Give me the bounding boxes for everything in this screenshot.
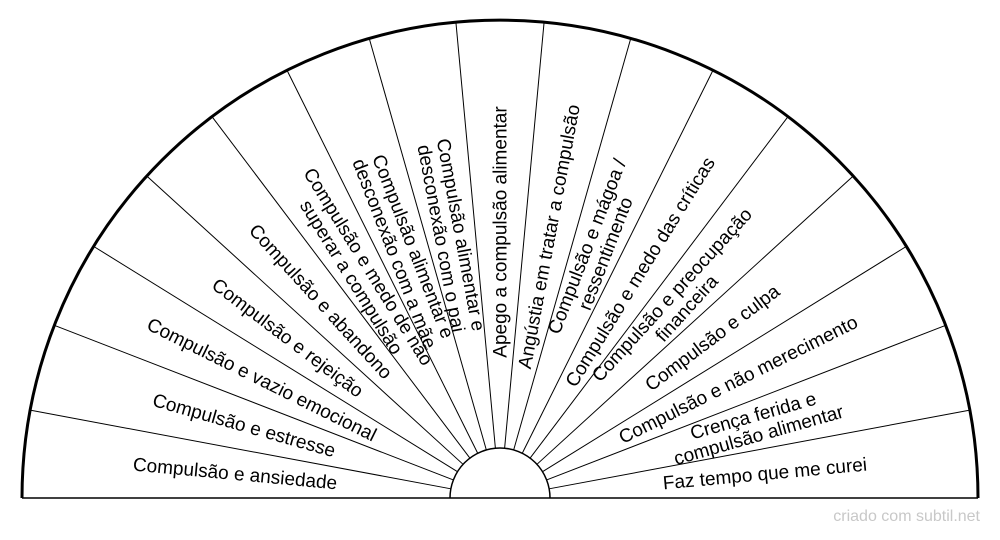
segment-divider [146, 175, 464, 465]
segment-divider [455, 21, 496, 449]
segment-label: Compulsão e ansiedade [132, 455, 338, 495]
segment-divider [521, 69, 714, 454]
segment-divider [30, 409, 451, 490]
segment-divider [542, 245, 907, 473]
segment-divider [368, 38, 487, 451]
segment-divider [549, 409, 970, 490]
segment-label-line: Apego a compulsão alimentar [491, 106, 512, 358]
segment-divider [529, 116, 789, 459]
segment-divider [504, 21, 545, 449]
segment-divider [211, 116, 471, 459]
segment-divider [513, 38, 632, 451]
segment-divider [93, 245, 458, 473]
segment-dividers [30, 21, 970, 490]
segment-divider [286, 69, 479, 454]
segment-divider [54, 324, 454, 481]
segment-divider [546, 324, 946, 481]
center-hub [449, 447, 551, 499]
segment-label: Apego a compulsão alimentar [491, 106, 512, 358]
segment-label-line: Compulsão e ansiedade [132, 455, 338, 495]
segment-divider [536, 175, 854, 465]
credit-text: criado com subtil.net [833, 508, 980, 525]
outer-arc [20, 18, 980, 499]
